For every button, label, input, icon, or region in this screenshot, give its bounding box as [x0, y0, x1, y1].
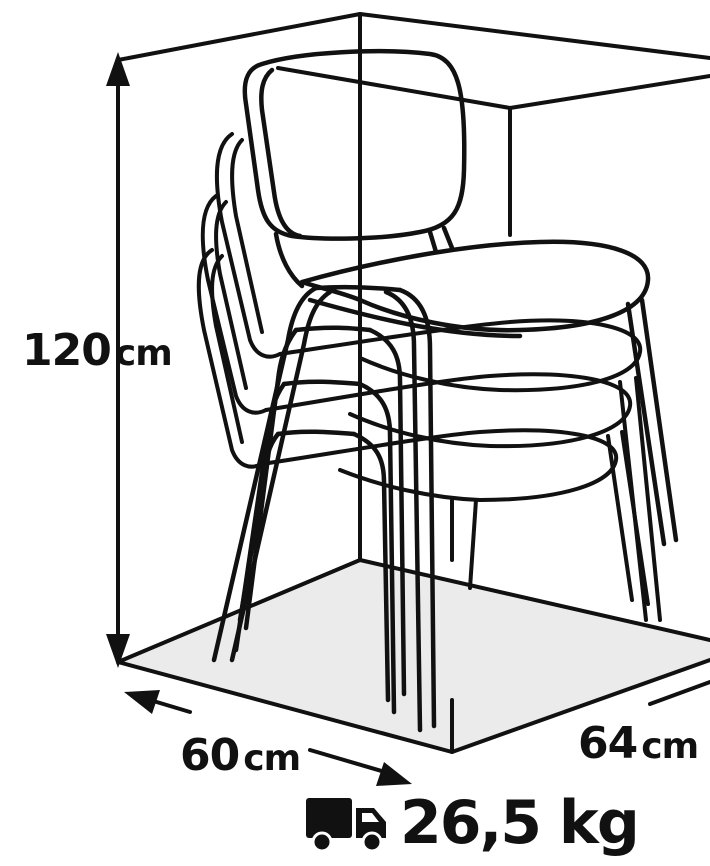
weight-info: 26,5 kg — [300, 788, 640, 858]
stacked-chairs — [196, 49, 679, 733]
width-unit: cm — [641, 726, 699, 767]
height-dimension-arrow — [106, 52, 130, 668]
chair-1 — [211, 49, 679, 733]
chair-1-rear-leg — [625, 301, 667, 547]
width-value: 64 — [578, 718, 638, 769]
chair-1-seat — [299, 239, 651, 333]
depth-dimension-arrow — [124, 690, 412, 786]
height-value: 120 — [22, 325, 112, 376]
height-unit: cm — [114, 333, 173, 374]
depth-value: 60 — [180, 730, 240, 781]
chair-1-front-leg-right — [383, 289, 423, 733]
depth-unit: cm — [243, 738, 301, 779]
width-dimension-arrow — [648, 680, 710, 706]
chair-2 — [214, 132, 662, 622]
weight-value: 26,5 kg — [400, 788, 640, 858]
chair-3 — [200, 194, 650, 606]
chair-1-back-post — [273, 231, 305, 289]
delivery-truck-icon — [306, 798, 386, 853]
chair-1-backrest — [242, 49, 467, 241]
